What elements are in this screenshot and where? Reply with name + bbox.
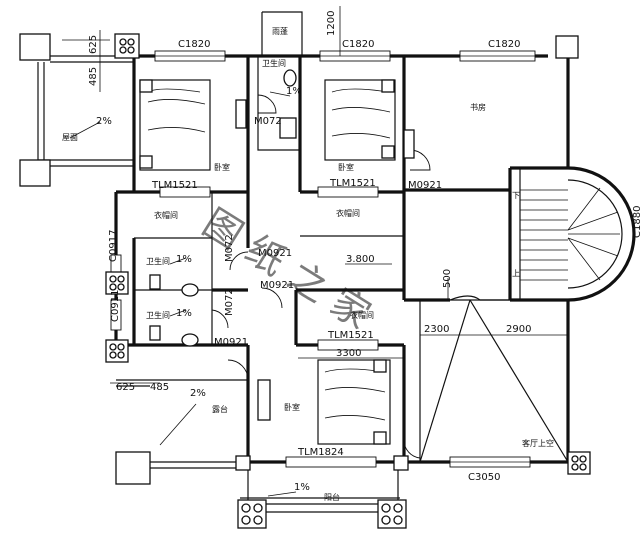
window-label-c0917: C0917	[108, 230, 119, 262]
windows	[110, 50, 536, 468]
room-balcony: 阳台	[324, 492, 340, 502]
room-bath-left-1: 卫生间	[146, 256, 170, 266]
room-closet-right: 衣帽间	[350, 310, 374, 320]
columns	[19, 33, 591, 529]
room-bedroom-bottom: 卧室	[284, 402, 300, 412]
watermark: 图 纸 之 家	[195, 200, 378, 337]
window-label-c3050: C3050	[468, 472, 500, 483]
room-closet-left: 衣帽间	[154, 210, 178, 220]
door-label-tlm1521-c: TLM1521	[327, 330, 374, 341]
door-label-m072-b: M072	[224, 234, 235, 262]
labels: C1820 C1820 C1820 625 485 1200 625 485 2…	[88, 11, 640, 493]
dim-label-500: 500	[442, 269, 453, 288]
dim-label-3300: 3300	[336, 348, 361, 359]
room-roof: 屋面	[62, 133, 78, 142]
door-label-m0921-c: M0921	[260, 280, 294, 291]
dim-label-1200: 1200	[326, 11, 337, 36]
stair-up-label: 上	[512, 269, 520, 278]
dimension-lines	[62, 6, 568, 497]
room-names: 屋面 雨蓬 卫生间 书房 卧室 卧室 衣帽间 衣帽间 卫生间 卫生间 衣帽间 露…	[62, 26, 554, 502]
slope-label-2pct-top: 2%	[96, 116, 112, 127]
room-study: 书房	[470, 102, 486, 112]
doors	[211, 94, 431, 459]
dim-label-2900: 2900	[506, 324, 531, 335]
slope-label-2pct-bottom: 2%	[190, 388, 206, 399]
stair-down-label: 下	[512, 191, 520, 200]
room-rain-canopy: 雨蓬	[272, 26, 288, 36]
dim-label-485-top: 485	[88, 67, 99, 86]
staircase	[449, 166, 636, 302]
door-label-tlm1824: TLM1824	[297, 447, 344, 458]
bed-top-center	[324, 79, 396, 161]
elevation-label-3800: 3.800	[346, 254, 375, 265]
window-label-c1820-c: C1820	[488, 39, 520, 50]
beds	[139, 69, 415, 445]
dim-label-625-bottom: 625	[116, 382, 135, 393]
dim-label-2300: 2300	[424, 324, 449, 335]
room-bath-left-2: 卫生间	[146, 310, 170, 320]
dim-label-625-top: 625	[88, 35, 99, 54]
room-terrace: 露台	[212, 404, 228, 414]
dim-label-485-bottom: 485	[150, 382, 169, 393]
door-label-tlm1521-a: TLM1521	[151, 180, 198, 191]
door-label-tlm1521-b: TLM1521	[329, 178, 376, 189]
window-label-c1820-b: C1820	[342, 39, 374, 50]
door-label-m0921-b: M0921	[258, 248, 292, 259]
window-label-c1820-a: C1820	[178, 39, 210, 50]
door-label-m072-a: M072	[254, 116, 282, 127]
bed-bottom	[317, 359, 391, 445]
slope-label-1pct-bath-low: 1%	[176, 308, 192, 319]
slope-label-1pct-bath-top: 1%	[286, 86, 302, 97]
room-bedroom-top-left: 卧室	[214, 162, 230, 172]
bed-top-left	[139, 79, 211, 171]
room-living-void: 客厅上空	[522, 438, 554, 448]
window-label-c1880: C1880	[632, 206, 640, 238]
door-label-m072-c: M072	[224, 288, 235, 316]
slope-label-1pct-balcony: 1%	[294, 482, 310, 493]
window-label-c0911: C0911	[110, 290, 121, 322]
door-label-m0921-d: M0921	[214, 337, 248, 348]
room-bath-top: 卫生间	[262, 58, 286, 68]
door-label-m0921-a: M0921	[408, 180, 442, 191]
room-closet-center: 衣帽间	[336, 208, 360, 218]
room-bedroom-top-center: 卧室	[338, 162, 354, 172]
slope-label-1pct-bath-mid: 1%	[176, 254, 192, 265]
